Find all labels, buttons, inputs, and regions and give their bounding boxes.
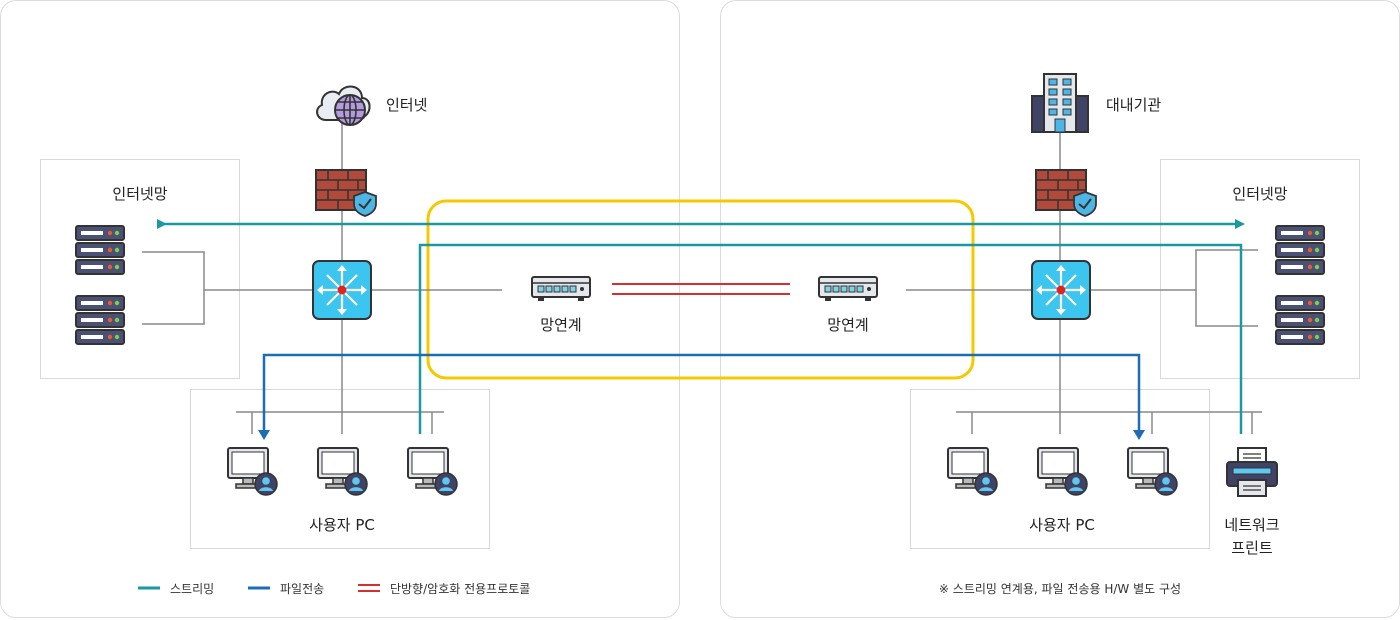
right-user-pc-label: 사용자 PC: [1029, 516, 1095, 534]
monitor-user-icon: [227, 447, 278, 496]
printer-label-line2: 프린트: [1231, 539, 1273, 557]
monitor-user-icon: [407, 447, 458, 496]
internal-org-label: 대내기관: [1106, 96, 1162, 114]
right-internet-net-box: [1160, 159, 1360, 379]
legend-label-protocol: 단방향/암호화 전용프로토콜: [390, 582, 531, 596]
connector-highlight: [426, 199, 975, 380]
monitor-user-icon: [317, 447, 368, 496]
legend-swatch-streaming: [138, 586, 160, 590]
legend-swatch-protocol: [358, 584, 380, 592]
monitor-user-icon: [1037, 447, 1088, 496]
printer-icon: [1226, 447, 1278, 497]
left-connector-label: 망연계: [540, 316, 582, 334]
network-connector-icon[interactable]: [530, 275, 592, 303]
legend-swatch-file-transfer: [248, 586, 270, 590]
switch-icon[interactable]: [1031, 260, 1091, 320]
left-internet-net-title: 인터넷망: [112, 185, 168, 203]
firewall-icon: [1035, 169, 1097, 217]
server-icon: [75, 295, 125, 345]
cloud-globe-icon: [316, 85, 371, 126]
server-icon: [1275, 295, 1325, 345]
right-internet-net-title: 인터넷망: [1232, 185, 1288, 203]
switch-icon[interactable]: [312, 260, 372, 320]
monitor-user-icon: [947, 447, 998, 496]
left-user-pc-label: 사용자 PC: [309, 516, 375, 534]
hardware-note: ※ 스트리밍 연계용, 파일 전송용 H/W 별도 구성: [938, 582, 1182, 596]
server-icon: [1275, 225, 1325, 275]
building-icon: [1031, 73, 1089, 133]
legend: 스트리밍 파일전송 단방향/암호화 전용프로토콜: [0, 578, 680, 598]
internet-label: 인터넷: [386, 96, 428, 114]
firewall-icon: [315, 169, 377, 217]
right-connector-label: 망연계: [827, 316, 869, 334]
printer-label-line1: 네트워크: [1224, 516, 1280, 534]
legend-label-streaming: 스트리밍: [170, 582, 215, 596]
left-internet-net-box: [40, 159, 240, 379]
monitor-user-icon: [1127, 447, 1178, 496]
legend-label-file-transfer: 파일전송: [280, 582, 325, 596]
network-connector-icon[interactable]: [817, 275, 879, 303]
server-icon: [75, 225, 125, 275]
